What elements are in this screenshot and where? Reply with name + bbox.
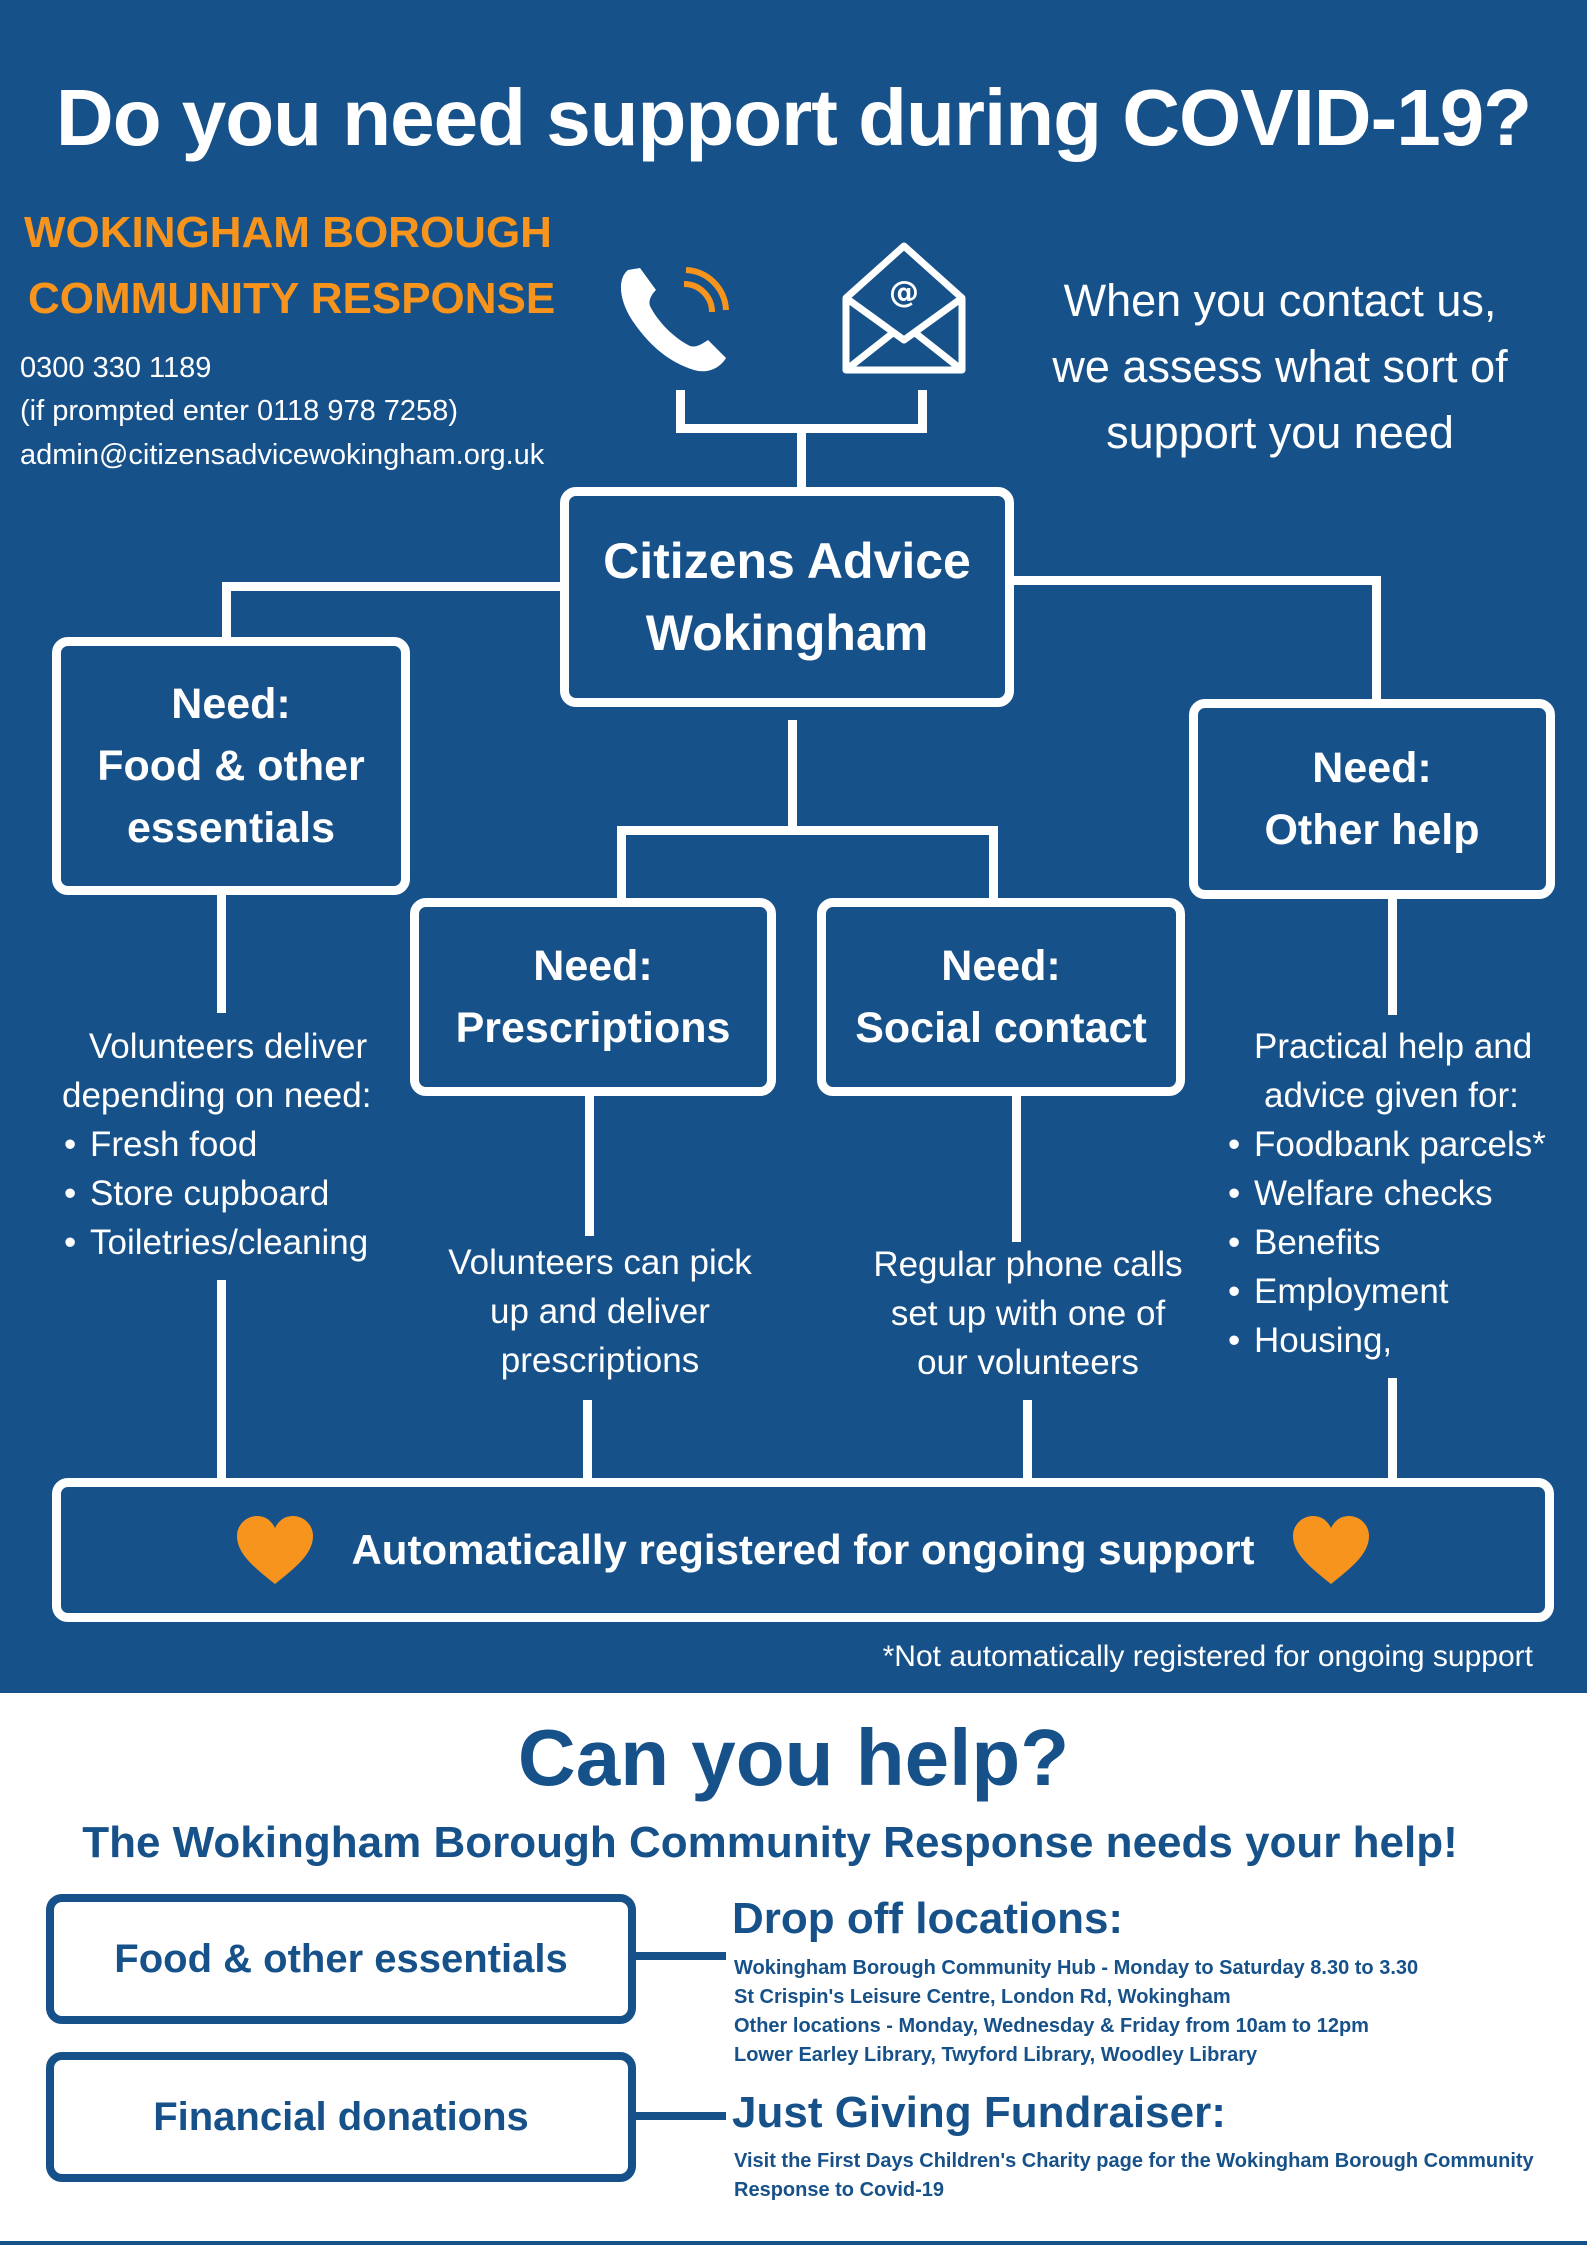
- need-food-box: Need: Food & other essentials: [52, 637, 410, 895]
- intro-text: When you contact us, we assess what sort…: [1010, 268, 1550, 466]
- connector: [617, 826, 626, 906]
- prescriptions-desc-line-3: prescriptions: [500, 1341, 700, 1380]
- social-description: Regular phone calls set up with one of o…: [848, 1240, 1208, 1387]
- social-desc-line-2: set up with one of: [890, 1294, 1166, 1333]
- connector: [617, 826, 998, 835]
- giving-line[interactable]: Response to Covid-19: [734, 2179, 945, 2201]
- food-desc-line-2: depending on need:: [62, 1076, 372, 1115]
- registered-text: Automatically registered for ongoing sup…: [351, 1526, 1255, 1573]
- org-name-line1: WOKINGHAM BOROUGH: [24, 208, 552, 257]
- connector: [676, 390, 685, 432]
- connector: [222, 582, 562, 591]
- need-food-label: Need:: [171, 680, 291, 728]
- connector: [217, 893, 226, 1013]
- connector: [585, 1096, 594, 1236]
- need-other-label: Need:: [1312, 744, 1432, 792]
- heart-icon: [235, 1514, 315, 1586]
- giving-details: Visit the First Days Children's Charity …: [734, 2147, 1584, 2205]
- dropoff-line: Lower Earley Library, Twyford Library, W…: [734, 2044, 1258, 2066]
- bottom-panel: [0, 1693, 1587, 2245]
- connector: [217, 1280, 226, 1480]
- connector: [1388, 897, 1397, 1015]
- prescriptions-description: Volunteers can pick up and deliver presc…: [430, 1238, 770, 1385]
- need-prescriptions-line-1: Prescriptions: [455, 1004, 731, 1052]
- phone-number[interactable]: 0300 330 1189: [20, 352, 212, 384]
- financial-donations-box: Financial donations: [46, 2052, 636, 2182]
- page-title: Do you need support during COVID-19?: [55, 73, 1532, 162]
- connector: [634, 2112, 726, 2120]
- other-desc-line-1: Practical help and: [1254, 1027, 1533, 1066]
- list-item: Toiletries/cleaning: [62, 1218, 418, 1267]
- intro-line-3: support you need: [1106, 407, 1454, 458]
- list-item: Housing,: [1226, 1316, 1586, 1365]
- list-item: Benefits: [1226, 1218, 1586, 1267]
- need-other-line-1: Other help: [1264, 806, 1480, 854]
- need-food-line-1: Food & other: [97, 742, 365, 790]
- list-item: Store cupboard: [62, 1169, 418, 1218]
- need-social-label: Need:: [941, 942, 1061, 990]
- need-other-box: Need: Other help: [1189, 699, 1555, 899]
- dropoff-details: Wokingham Borough Community Hub - Monday…: [734, 1954, 1574, 2070]
- hub-box: Citizens Advice Wokingham: [560, 487, 1014, 707]
- social-desc-line-1: Regular phone calls: [873, 1245, 1183, 1284]
- prescriptions-desc-line-2: up and deliver: [490, 1292, 710, 1331]
- dropoff-line: Wokingham Borough Community Hub - Monday…: [734, 1957, 1419, 1979]
- dropoff-line: St Crispin's Leisure Centre, London Rd, …: [734, 1986, 1231, 2008]
- other-desc-line-2: advice given for:: [1264, 1076, 1519, 1115]
- giving-line[interactable]: Visit the First Days Children's Charity …: [734, 2150, 1534, 2172]
- food-desc-line-1: Volunteers deliver: [88, 1027, 368, 1066]
- svg-text:@: @: [889, 275, 919, 310]
- intro-line-1: When you contact us,: [1063, 275, 1497, 326]
- org-name-line2: COMMUNITY RESPONSE: [28, 274, 556, 323]
- dropoff-title: Drop off locations:: [732, 1894, 1124, 1943]
- hub-line-2: Wokingham: [645, 605, 929, 661]
- connector: [788, 720, 797, 834]
- need-social-line-1: Social contact: [855, 1004, 1147, 1052]
- help-title: Can you help?: [517, 1713, 1070, 1802]
- heart-icon: [1291, 1514, 1371, 1586]
- hub-line-1: Citizens Advice: [603, 533, 971, 589]
- phone-note: (if prompted enter 0118 978 7258): [20, 395, 458, 427]
- bottom-divider: [0, 2241, 1587, 2245]
- footnote: *Not automatically registered for ongoin…: [882, 1640, 1533, 1673]
- top-panel: [0, 0, 1587, 1693]
- registered-box: Automatically registered for ongoing sup…: [52, 1478, 1554, 1622]
- email-icon: @: [838, 236, 970, 378]
- need-prescriptions-box: Need: Prescriptions: [410, 898, 776, 1096]
- food-items-list: Fresh food Store cupboard Toiletries/cle…: [62, 1120, 418, 1267]
- need-social-box: Need: Social contact: [817, 898, 1185, 1096]
- list-item: Welfare checks: [1226, 1169, 1586, 1218]
- email-address[interactable]: admin@citizensadvicewokingham.org.uk: [20, 439, 545, 471]
- need-prescriptions-label: Need:: [533, 942, 653, 990]
- connector: [918, 390, 927, 432]
- social-desc-line-3: our volunteers: [917, 1343, 1139, 1382]
- prescriptions-desc-line-1: Volunteers can pick: [448, 1243, 752, 1282]
- food-essentials-box: Food & other essentials: [46, 1894, 636, 2024]
- connector: [1372, 576, 1381, 702]
- help-subtitle: The Wokingham Borough Community Response…: [82, 1818, 1458, 1867]
- connector: [583, 1400, 592, 1480]
- other-description: Practical help and advice given for: Foo…: [1226, 1022, 1586, 1365]
- connector: [989, 826, 998, 906]
- giving-title: Just Giving Fundraiser:: [732, 2088, 1226, 2137]
- connector: [634, 1952, 726, 1960]
- food-description: Volunteers deliver depending on need: Fr…: [58, 1022, 418, 1267]
- list-item: Employment: [1226, 1267, 1586, 1316]
- connector: [1023, 1400, 1032, 1480]
- connector: [797, 424, 806, 488]
- phone-icon: [612, 258, 742, 376]
- need-food-line-2: essentials: [127, 804, 335, 852]
- connector: [1012, 576, 1381, 585]
- other-items-list: Foodbank parcels* Welfare checks Benefit…: [1226, 1120, 1586, 1365]
- list-item: Fresh food: [62, 1120, 418, 1169]
- connector: [1012, 1096, 1021, 1242]
- connector: [1388, 1378, 1397, 1480]
- intro-line-2: we assess what sort of: [1052, 341, 1508, 392]
- dropoff-line: Other locations - Monday, Wednesday & Fr…: [734, 2015, 1369, 2037]
- list-item: Foodbank parcels*: [1226, 1120, 1586, 1169]
- connector: [222, 582, 231, 642]
